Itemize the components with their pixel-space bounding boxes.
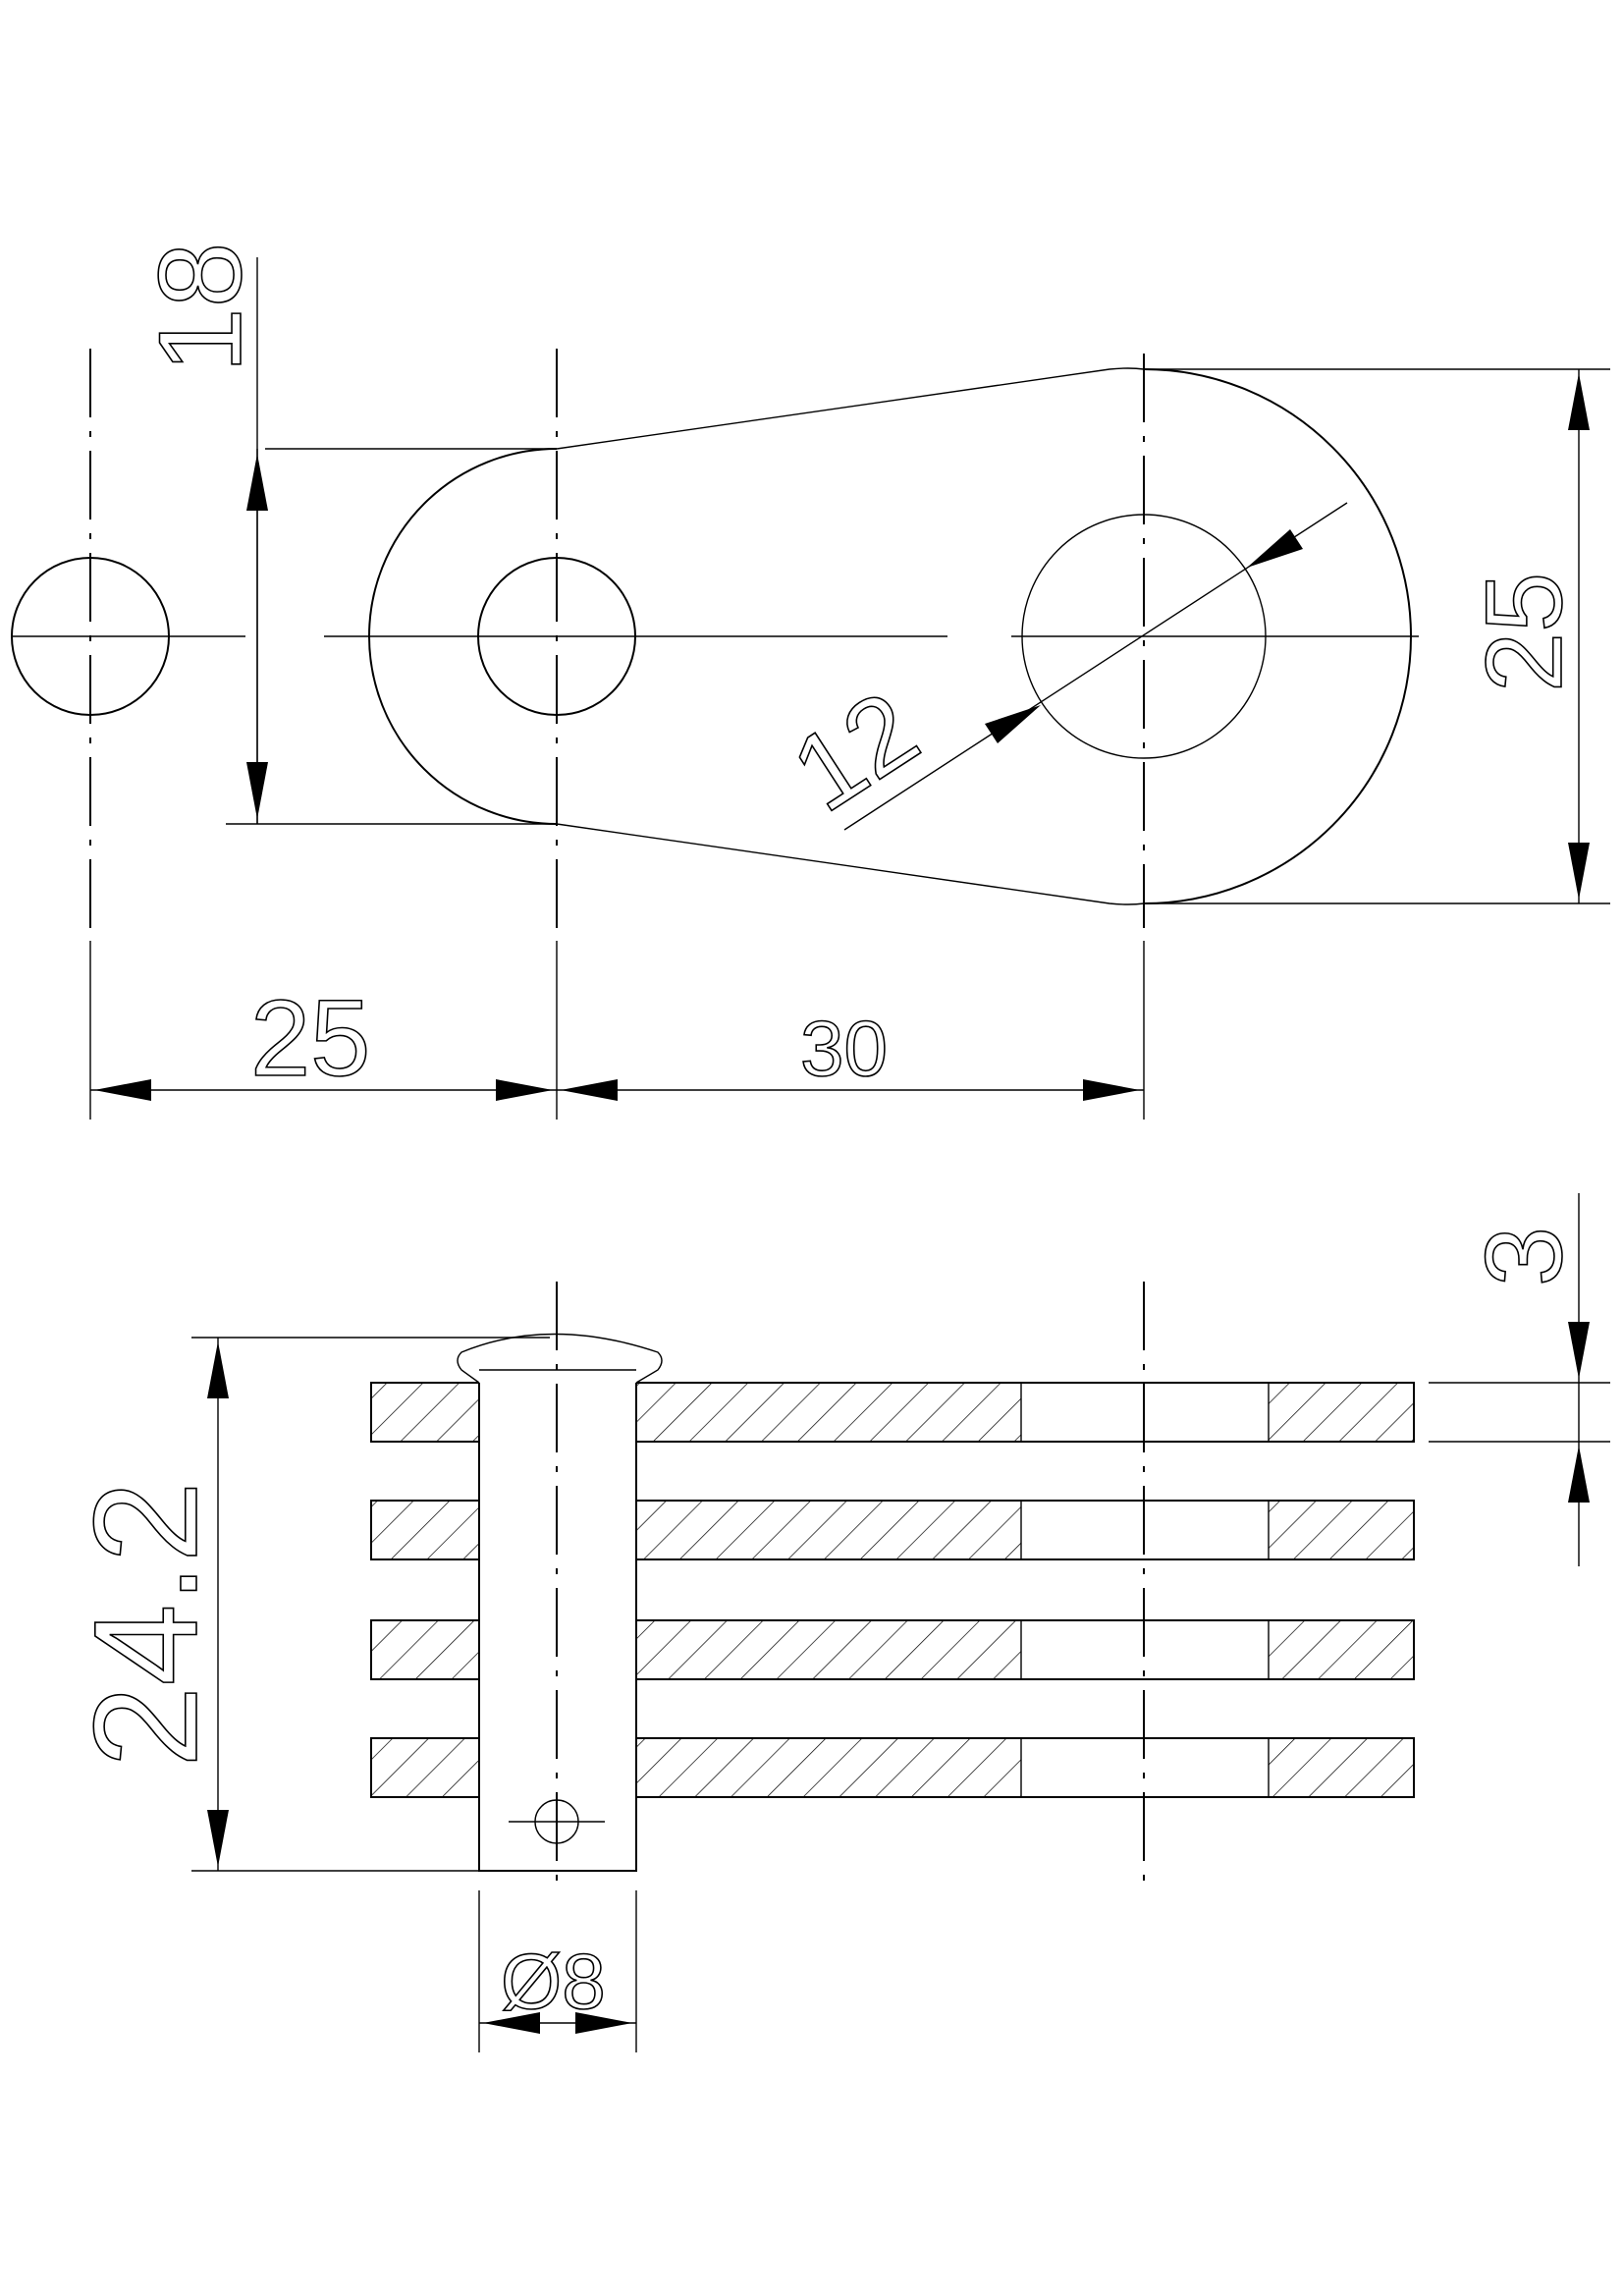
dim-3-arrow-top — [1568, 1322, 1590, 1379]
top-view: 18 25 12 25 30 — [11, 242, 1610, 1120]
dim-30-arrow-right — [1083, 1079, 1140, 1101]
dim-phi8-arrow-left — [483, 2012, 540, 2034]
dim-24-2-arrow-bottom — [207, 1810, 229, 1867]
dim-24-2-arrow-top — [207, 1341, 229, 1398]
dim-18-arrow-bottom — [246, 762, 268, 819]
dim-25h-arrow-left — [94, 1079, 151, 1101]
dim-18-arrow-top — [246, 454, 268, 511]
pin-head — [457, 1333, 663, 1384]
pin-body — [478, 1383, 637, 1872]
dim-25h-arrow-right — [496, 1079, 553, 1101]
dim-30-arrow-left — [561, 1079, 618, 1101]
dim-3-arrow-bottom — [1568, 1446, 1590, 1503]
dim-12-arrow-lower — [985, 705, 1041, 743]
dim-25v-arrow-bottom — [1568, 843, 1590, 900]
dim-25-horizontal-text: 25 — [250, 978, 370, 1099]
dim-18-text: 18 — [135, 243, 266, 373]
plate-3 — [370, 1619, 1415, 1680]
dim-12-text: 12 — [772, 668, 939, 835]
dim-phi8-arrow-right — [575, 2012, 632, 2034]
dim-30-text: 30 — [800, 1005, 888, 1092]
side-view: 3 24.2 Ø8 — [62, 1193, 1610, 2052]
dim-phi8-text: Ø8 — [501, 1938, 606, 2025]
dim-25-vertical-text: 25 — [1464, 573, 1585, 692]
dim-24-2-text: 24.2 — [63, 1481, 228, 1768]
plate-4 — [370, 1737, 1415, 1798]
plate-2 — [370, 1500, 1415, 1560]
plate-1 — [370, 1382, 1415, 1443]
dim-12-arrow-upper — [1247, 529, 1303, 568]
lever-bottom-edge — [556, 823, 1145, 905]
lever-top-edge — [556, 367, 1145, 450]
dim-3-text: 3 — [1464, 1227, 1585, 1286]
dim-25v-arrow-top — [1568, 373, 1590, 430]
